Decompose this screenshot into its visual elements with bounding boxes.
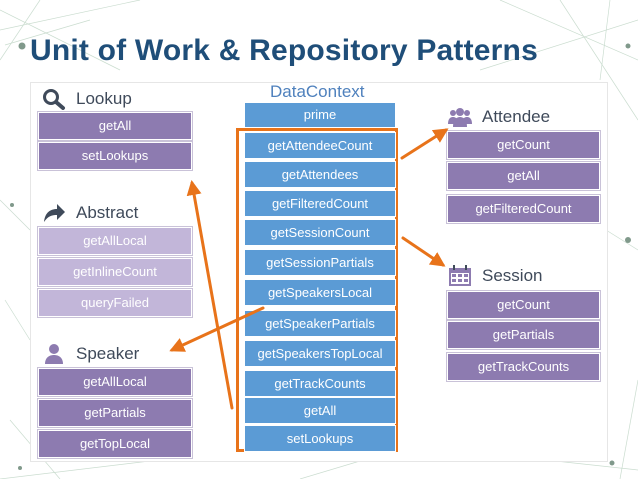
attendee-item: getAll [447, 162, 600, 190]
lookup-title: Lookup [76, 89, 132, 108]
datacontext-item: getAttendeeCount [244, 132, 396, 159]
search-icon [43, 89, 65, 110]
session-item: getCount [447, 291, 600, 319]
page-title: Unit of Work & Repository Patterns [30, 34, 538, 67]
datacontext-item: getSpeakerPartials [244, 310, 396, 337]
attendee-item: getFilteredCount [447, 195, 600, 223]
datacontext-item: getAttendees [244, 161, 396, 188]
datacontext-item: getSessionPartials [244, 249, 396, 276]
datacontext-item: getAll [244, 397, 396, 424]
datacontext-item: getFilteredCount [244, 190, 396, 217]
session-item: getTrackCounts [447, 353, 600, 381]
datacontext-item: setLookups [244, 425, 396, 452]
datacontext-item: getSessionCount [244, 219, 396, 246]
speaker-title: Speaker [76, 344, 140, 363]
abstract-title: Abstract [76, 203, 139, 222]
datacontext-item: getSpeakersLocal [244, 279, 396, 306]
abstract-item: getAllLocal [38, 227, 192, 255]
session-item: getPartials [447, 321, 600, 349]
share-arrow-icon [44, 204, 65, 222]
session-title: Session [482, 266, 543, 285]
lookup-item: setLookups [38, 142, 192, 170]
calendar-icon [449, 265, 471, 286]
abstract-item: getInlineCount [38, 258, 192, 286]
datacontext-item: prime [244, 102, 396, 128]
lookup-item: getAll [38, 112, 192, 140]
datacontext-item: getTrackCounts [244, 370, 396, 397]
datacontext-item: getSpeakersTopLocal [244, 340, 396, 367]
attendee-item: getCount [447, 131, 600, 159]
attendee-title: Attendee [482, 107, 551, 126]
speaker-item: getTopLocal [38, 430, 192, 458]
speaker-item: getAllLocal [38, 368, 192, 396]
people-icon [448, 108, 472, 127]
person-icon [45, 344, 63, 364]
datacontext-title: DataContext [270, 82, 365, 101]
speaker-item: getPartials [38, 399, 192, 427]
abstract-item: queryFailed [38, 289, 192, 317]
